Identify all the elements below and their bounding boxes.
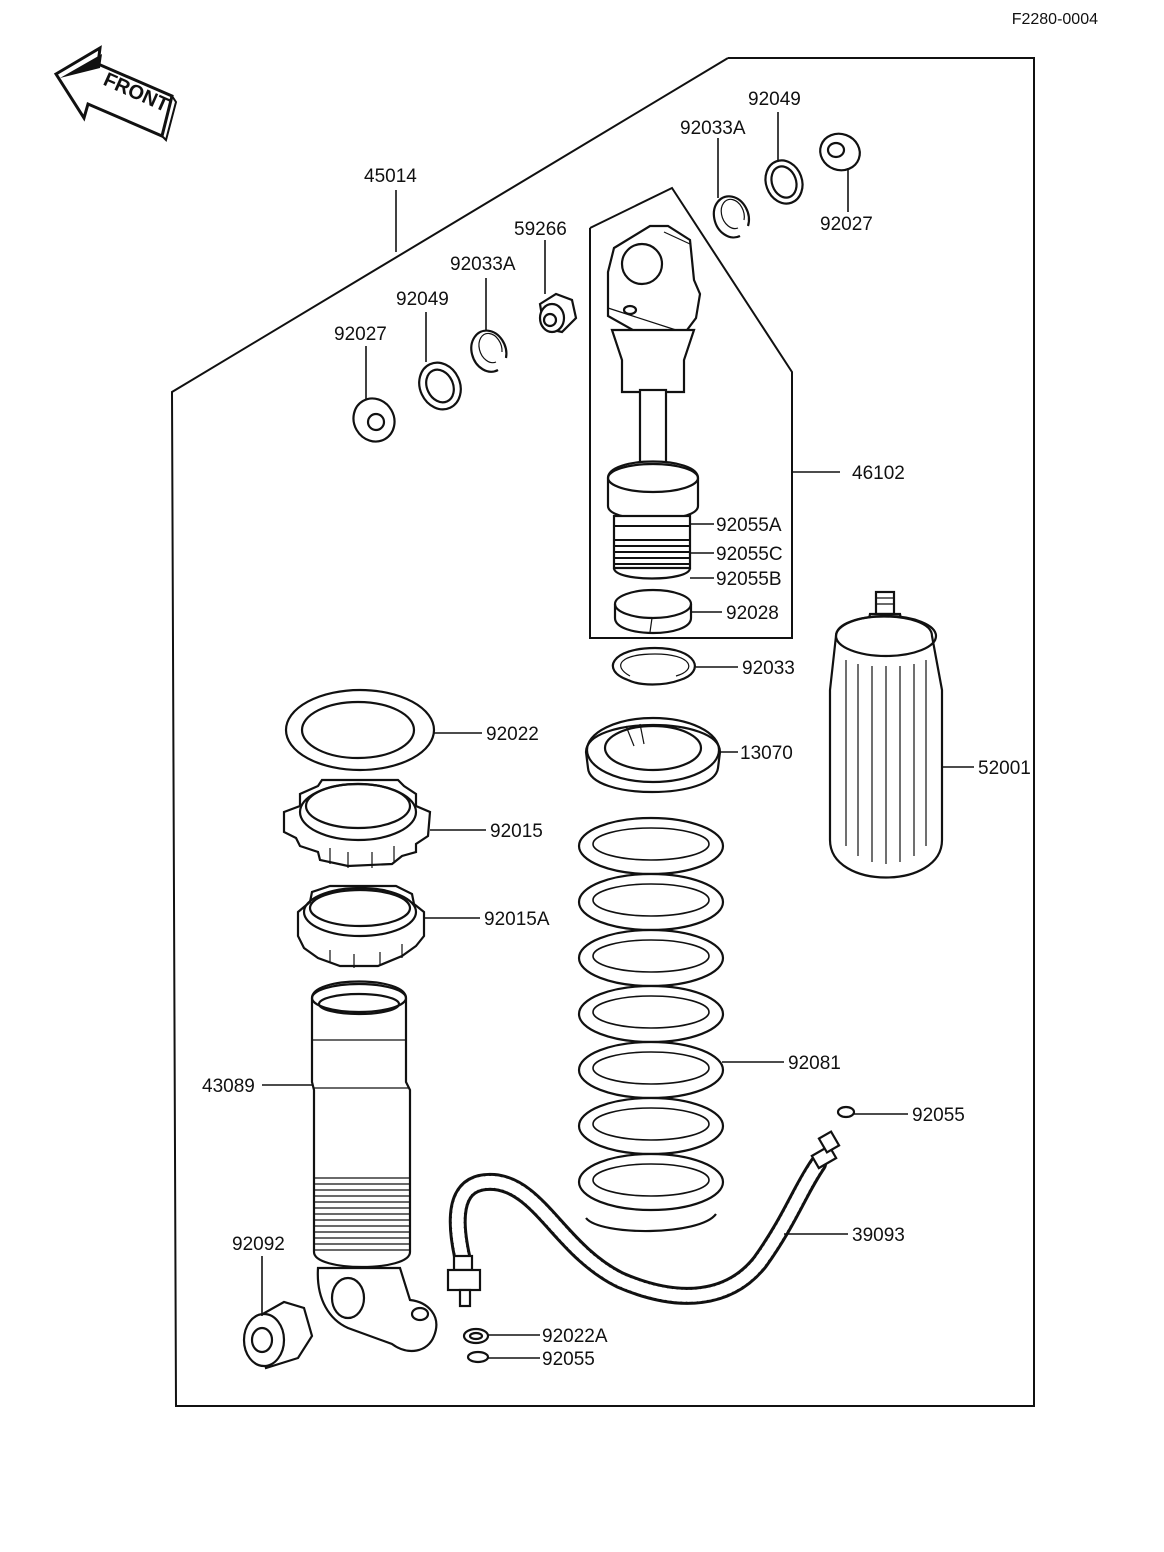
guide-ring-92028 [613,588,693,634]
label-92027-right: 92027 [820,214,873,235]
label-92028: 92028 [726,603,779,624]
label-92015: 92015 [490,821,543,842]
spring-coil-inner [592,939,710,973]
damper-rod-group-outline [589,186,793,639]
washer-92022A [462,1327,490,1345]
label-92049-right: 92049 [748,89,801,110]
label-92027-left: 92027 [334,324,387,345]
label-45014: 45014 [364,166,417,187]
spring-coil [577,816,725,876]
label-52001: 52001 [978,758,1031,779]
locknut-92015 [282,778,432,868]
bushing-59266 [538,292,578,334]
label-43089: 43089 [202,1076,255,1097]
spring-coil-inner [592,995,710,1029]
label-92092: 92092 [232,1234,285,1255]
seal-92027-left [352,397,396,443]
label-92055-bottom: 92055 [542,1349,595,1370]
spring-coil [577,984,725,1044]
washer-92022 [284,688,436,772]
label-92022: 92022 [486,724,539,745]
bushing-92092 [242,1300,314,1370]
spring-coil [577,872,725,932]
reservoir-52001 [828,590,944,879]
spring-coil-inner [592,1163,710,1197]
damper-rod-46102 [606,224,702,580]
label-92049-left: 92049 [396,289,449,310]
spring-coil [577,1096,725,1156]
spring-coil [577,1040,725,1100]
label-92081: 92081 [788,1053,841,1074]
label-39093: 39093 [852,1225,905,1246]
cylinder-43089 [310,980,438,1353]
label-92055B: 92055B [716,569,782,590]
circlip-92033 [611,646,696,686]
spring-coil-inner [592,1051,710,1085]
label-59266: 59266 [514,219,567,240]
label-46102: 46102 [852,463,905,484]
label-92033A-right: 92033A [680,118,746,139]
oring-92055-top [836,1105,856,1119]
spring-seat-13070 [584,716,722,794]
label-92055C: 92055C [716,544,783,565]
assembly-outline [170,57,1035,1407]
front-arrow-icon: FRONT [53,45,178,142]
oring-92055-bottom [466,1350,490,1364]
circlip-92033A-right [712,195,750,239]
label-92022A: 92022A [542,1326,608,1347]
ring-92049-right [764,159,804,205]
label-92055-top: 92055 [912,1105,965,1126]
label-92033A-left: 92033A [450,254,516,275]
spring-coil-inner [592,883,710,917]
spring-coil [577,1152,725,1212]
label-92015A: 92015A [484,909,550,930]
spring-coil [577,928,725,988]
label-92055A: 92055A [716,515,782,536]
spring-coil-inner [592,827,710,861]
hose-39093 [446,1130,841,1308]
label-92033: 92033 [742,658,795,679]
spring-coil-inner [592,1107,710,1141]
spring-end [585,1213,717,1233]
seal-92027-right [819,132,861,172]
adjust-nut-92015A [296,884,426,968]
spring-92081 [577,816,725,1233]
ring-92049-left [418,361,462,411]
label-13070: 13070 [740,743,793,764]
diagram-code: F2280-0004 [1012,11,1098,28]
circlip-92033A-left [470,329,508,373]
